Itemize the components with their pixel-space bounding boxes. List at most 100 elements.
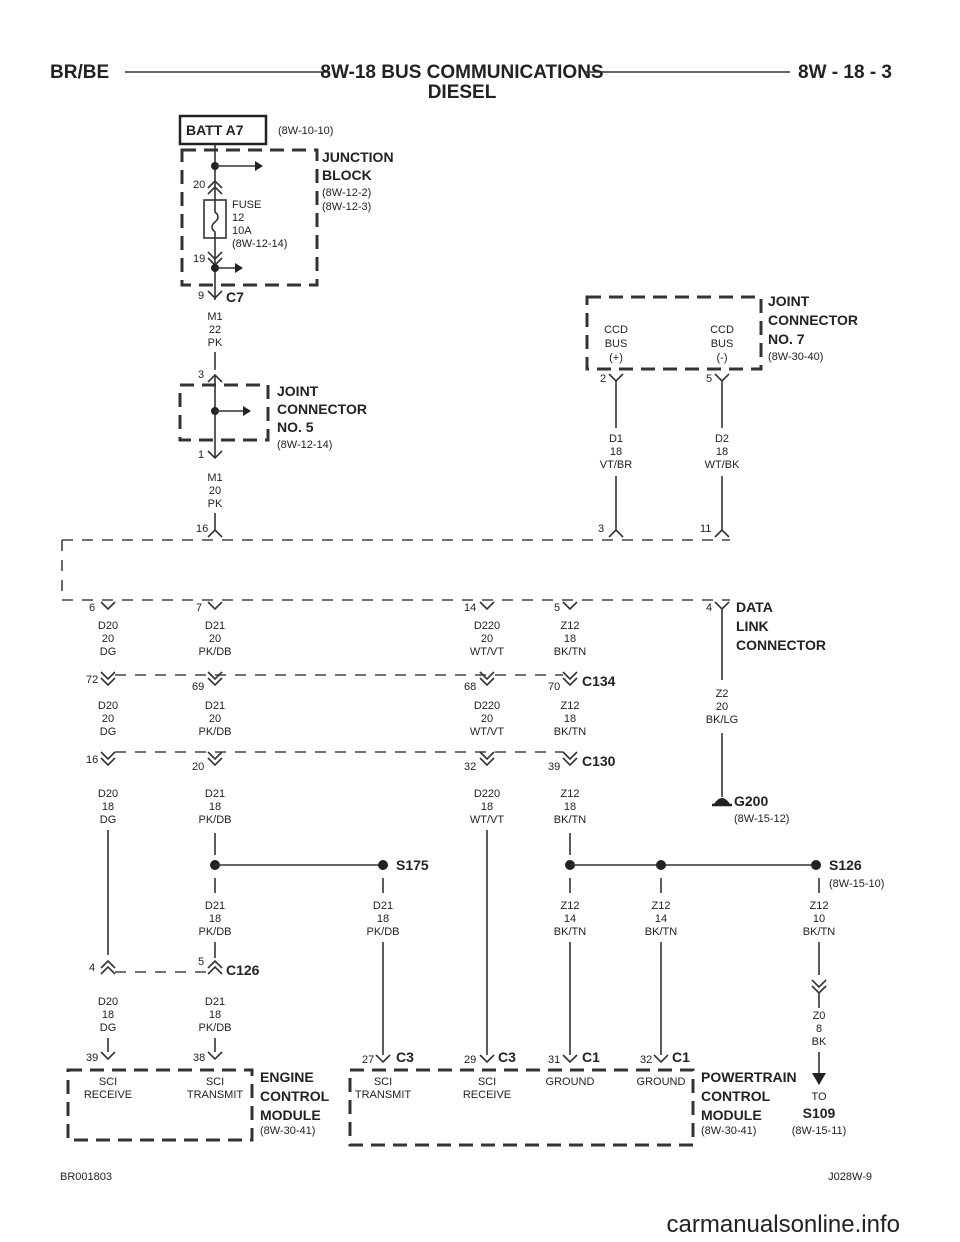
s126-dot-2: [656, 860, 666, 870]
jc5-arrow-icon: [243, 406, 251, 416]
r3-d220-circuit: D220: [474, 788, 500, 800]
s126-dot-3: [811, 860, 821, 870]
r3-d21-color: PK/DB: [198, 814, 231, 826]
jc7-name-2: CONNECTOR: [768, 312, 858, 328]
c7-pin: 9: [198, 290, 204, 302]
pcm-name-3: MODULE: [701, 1107, 762, 1123]
r2-d21-color: PK/DB: [198, 726, 231, 738]
g200-ref: (8W-15-12): [734, 813, 789, 825]
r5-d20-color: DG: [100, 1022, 117, 1034]
ecm-ref: (8W-30-41): [260, 1125, 315, 1137]
r4-z12c-circuit: Z12: [810, 900, 829, 912]
ccd-bus-minus-3: (-): [717, 352, 728, 364]
wire-d2-gauge: 18: [716, 446, 728, 458]
dlc-pin-5: 5: [554, 602, 560, 614]
ecm-sci-transmit-1: SCI: [206, 1076, 224, 1088]
r5-d20-circuit: D20: [98, 996, 118, 1008]
ecm-pin-39: 39: [86, 1052, 98, 1064]
r3-d21-circuit: D21: [205, 788, 225, 800]
dlc-pin-14-symbol: [479, 601, 495, 611]
pcm-c3-label-2: C3: [498, 1049, 516, 1065]
r1-z12-circuit: Z12: [561, 620, 580, 632]
dlc-pin-7-symbol: [207, 601, 223, 611]
fuse-number: 12: [232, 212, 244, 224]
dlc-pin-7: 7: [196, 602, 202, 614]
batt-ref: (8W-10-10): [278, 125, 333, 137]
pcm-pin-29-symbol: [479, 1054, 495, 1064]
wire-m1-22-circuit: M1: [207, 311, 222, 323]
c130-label: C130: [582, 753, 616, 769]
wire-z0-color: BK: [812, 1036, 827, 1048]
pcm-ref: (8W-30-41): [701, 1125, 756, 1137]
pcm-pin-31: 31: [548, 1054, 560, 1066]
r1-d20-color: DG: [100, 646, 117, 658]
c134-pin-69-symbol: [207, 671, 223, 687]
jb-cavity-20-symbol: [207, 179, 223, 195]
c134-pin-68: 68: [464, 681, 476, 693]
wire-d1-gauge: 18: [610, 446, 622, 458]
wire-d1-color: VT/BR: [600, 459, 632, 471]
r4-d21b-gauge: 18: [377, 913, 389, 925]
g200-label: G200: [734, 793, 768, 809]
r3-z12-circuit: Z12: [561, 788, 580, 800]
jc5-pin-top: 3: [198, 369, 204, 381]
ccd-bus-plus-2: BUS: [605, 338, 628, 350]
pcm-c3-label-1: C3: [396, 1049, 414, 1065]
wire-m1-20-gauge: 20: [209, 485, 221, 497]
pcm-sci-transmit-1: SCI: [374, 1076, 392, 1088]
wire-d2-circuit: D2: [715, 433, 729, 445]
jc7-pin-2-symbol: [608, 373, 624, 383]
pcm-c1-label-2: C1: [672, 1049, 690, 1065]
c130-pin-32-symbol: [479, 751, 495, 767]
r4-d21-color: PK/DB: [198, 926, 231, 938]
ecm-name-3: MODULE: [260, 1107, 321, 1123]
pcm-pin-31-symbol: [562, 1054, 578, 1064]
dlc-pin-6: 6: [89, 602, 95, 614]
dlc-name-2: LINK: [736, 618, 769, 634]
r4-d21-circuit: D21: [205, 900, 225, 912]
dlc-pin-11: 11: [700, 523, 711, 535]
c130-pin-20-symbol: [207, 751, 223, 767]
c126-pin-5: 5: [198, 956, 204, 968]
jc5-ref: (8W-12-14): [277, 439, 332, 451]
r5-d21-circuit: D21: [205, 996, 225, 1008]
r4-z12c-color: BK/TN: [803, 926, 835, 938]
c134-pin-72: 72: [86, 674, 98, 686]
r1-d220-color: WT/VT: [470, 646, 504, 658]
wire-m1-20-color: PK: [208, 498, 223, 510]
c126-pin-4-symbol: [100, 959, 116, 975]
r4-d21b-color: PK/DB: [366, 926, 399, 938]
wire-z2-gauge: 20: [716, 701, 728, 713]
s126-label: S126: [829, 857, 862, 873]
r2-d21-circuit: D21: [205, 700, 225, 712]
r2-d220-circuit: D220: [474, 700, 500, 712]
joint-connector-7-box: [585, 295, 763, 371]
ecm-sci-receive-2: RECEIVE: [84, 1089, 132, 1101]
jc5-bottom-connector-symbol: [207, 450, 223, 460]
pcm-c1-label-1: C1: [582, 1049, 600, 1065]
batt-label: BATT A7: [186, 122, 244, 138]
wire-d2-color: WT/BK: [705, 459, 740, 471]
jc5-name-3: NO. 5: [277, 419, 314, 435]
z0-connector-symbol: [811, 979, 827, 995]
r3-d20-circuit: D20: [98, 788, 118, 800]
jc7-ref: (8W-30-40): [768, 351, 823, 363]
watermark: carmanualsonline.info: [667, 1211, 900, 1238]
r2-z12-circuit: Z12: [561, 700, 580, 712]
r3-d220-gauge: 18: [481, 801, 493, 813]
dlc-pin-4: 4: [706, 602, 712, 614]
header-subtitle: DIESEL: [428, 82, 497, 103]
c134-pin-70-symbol: [562, 671, 578, 687]
r2-d20-color: DG: [100, 726, 117, 738]
dlc-pin-11-symbol: [714, 528, 730, 538]
pcm-pin-27: 27: [362, 1054, 374, 1066]
header-left: BR/BE: [50, 62, 109, 83]
r2-d20-gauge: 20: [102, 713, 114, 725]
jb-pin-19: 19: [193, 253, 205, 265]
pcm-sci-receive-2: RECEIVE: [463, 1089, 511, 1101]
wire-d1-circuit: D1: [609, 433, 623, 445]
r1-d21-gauge: 20: [209, 633, 221, 645]
wire-m1-20-circuit: M1: [207, 472, 222, 484]
c134-pin-68-symbol: [479, 671, 495, 687]
